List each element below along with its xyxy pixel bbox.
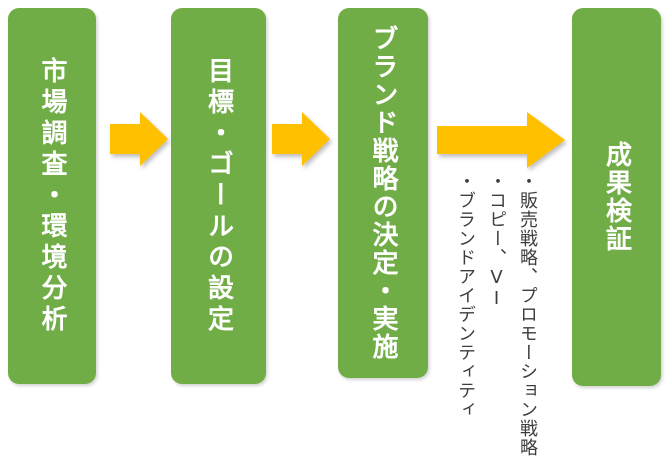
- step-label: 成果検証: [601, 141, 632, 253]
- arrow-annotation-list: ・販売戦略、プロモーション戦略 ・コピー、VI ・ブランドアイデンティティ: [450, 172, 543, 460]
- right-arrow-icon-large: [437, 112, 565, 172]
- annotation-brand-identity: ・ブランドアイデンティティ: [450, 172, 481, 460]
- annotation-text: ・販売戦略、プロモーション戦略: [517, 172, 538, 457]
- right-arrow-icon: [110, 112, 168, 170]
- right-arrow-shape: [110, 112, 168, 166]
- right-arrow-icon: [272, 112, 330, 170]
- annotation-text-latin: VI: [486, 267, 507, 309]
- step-box-brand-strategy: ブランド戦略の決定・実施: [338, 8, 428, 378]
- annotation-copy-vi: ・コピー、VI: [481, 172, 512, 460]
- annotation-sales-strategy: ・販売戦略、プロモーション戦略: [512, 172, 543, 460]
- step-label: 目標・ゴールの設定: [203, 56, 234, 336]
- step-box-goal-setting: 目標・ゴールの設定: [171, 8, 266, 384]
- step-box-result-verification: 成果検証: [572, 8, 661, 386]
- annotation-text: ・ブランドアイデンティティ: [455, 172, 476, 419]
- step-box-market-research: 市場調査・環境分析: [8, 8, 96, 384]
- step-label: ブランド戦略の決定・実施: [368, 25, 398, 361]
- right-arrow-shape: [272, 112, 330, 166]
- right-arrow-shape: [437, 112, 565, 168]
- step-label: 市場調査・環境分析: [37, 56, 67, 336]
- annotation-text: ・コピー、: [486, 172, 507, 267]
